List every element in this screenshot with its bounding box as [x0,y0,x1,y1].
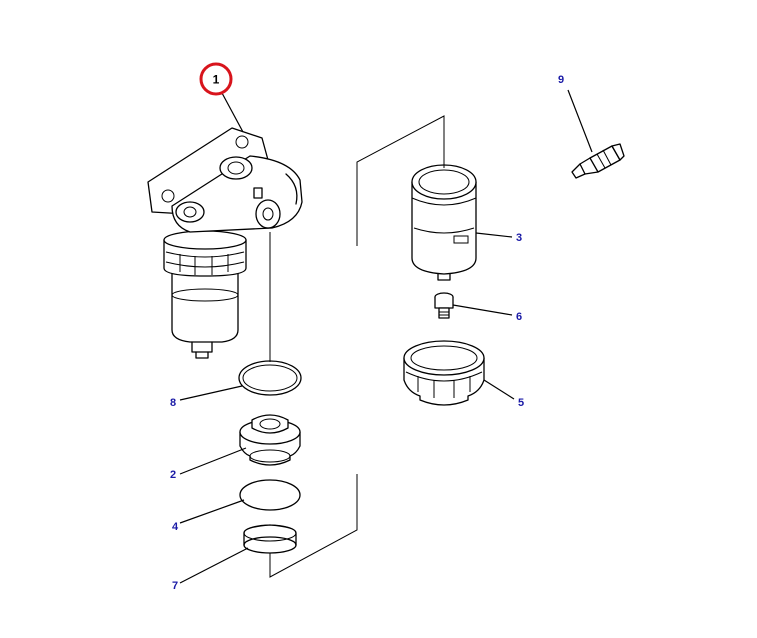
part-2-adapter[interactable] [239,414,301,466]
callout-7[interactable]: 7 [172,580,178,592]
callout-3[interactable]: 3 [516,232,522,244]
callout-6[interactable]: 6 [516,311,522,323]
callout-1[interactable]: 1 [213,73,220,87]
callout-8[interactable]: 8 [170,397,176,409]
callout-2[interactable]: 2 [170,469,176,481]
leader-lines [179,89,593,584]
part-8-o-ring[interactable] [238,360,302,396]
callout-5[interactable]: 5 [518,397,524,409]
assembly-brackets [269,115,445,578]
callout-9[interactable]: 9 [558,74,564,86]
part-1-filter-assembly[interactable] [147,127,303,359]
part-9-sensor-switch[interactable] [571,143,625,179]
part-7-seal-ring[interactable] [243,524,297,554]
callout-4[interactable]: 4 [172,521,179,533]
part-6-sensor-plug[interactable] [434,292,454,319]
part-1-highlight-ring [199,62,233,96]
part-4-o-ring[interactable] [239,479,301,511]
part-3-filter-cartridge[interactable] [411,164,477,281]
part-5-cap-ring[interactable] [403,340,485,406]
